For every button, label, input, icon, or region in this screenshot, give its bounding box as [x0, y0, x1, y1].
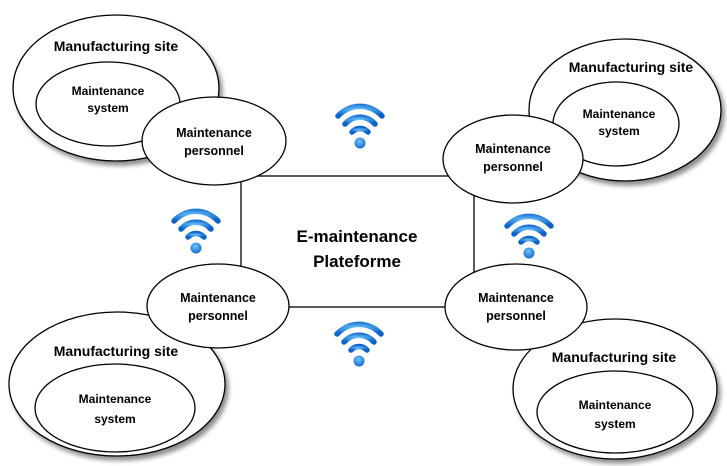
maintenance-personnel-label: Maintenance [180, 291, 256, 305]
maintenance-personnel-label: personnel [483, 160, 543, 174]
site-bottom-right: Manufacturing site Maintenance system Ma… [444, 263, 718, 460]
platform-title-line1: E-maintenance [297, 227, 418, 246]
maintenance-system-ellipse [34, 363, 196, 453]
maintenance-personnel-label: personnel [486, 309, 546, 323]
maintenance-personnel-label: personnel [188, 309, 248, 323]
platform-title-line2: Plateforme [313, 252, 401, 271]
maintenance-personnel-ellipse [141, 96, 287, 186]
manufacturing-site-label: Manufacturing site [54, 343, 179, 359]
maintenance-system-ellipse [536, 370, 694, 454]
site-bottom-left: Manufacturing site Maintenance system Ma… [8, 263, 290, 457]
maintenance-personnel-label: personnel [184, 144, 244, 158]
site-top-right: Manufacturing site Maintenance system Ma… [442, 38, 722, 204]
maintenance-system-label: system [594, 417, 635, 431]
maintenance-system-label: Maintenance [579, 398, 652, 412]
maintenance-system-label: Maintenance [583, 107, 656, 121]
manufacturing-site-label: Manufacturing site [552, 349, 677, 365]
manufacturing-site-label: Manufacturing site [54, 38, 179, 54]
maintenance-personnel-ellipse [444, 263, 588, 351]
maintenance-system-label: Maintenance [79, 392, 152, 406]
maintenance-personnel-label: Maintenance [176, 126, 252, 140]
maintenance-system-label: system [598, 124, 639, 138]
maintenance-system-label: Maintenance [72, 84, 145, 98]
maintenance-personnel-label: Maintenance [478, 291, 554, 305]
maintenance-personnel-label: Maintenance [475, 142, 551, 156]
wifi-icon [174, 211, 218, 253]
site-top-left: Manufacturing site Maintenance system Ma… [12, 14, 287, 186]
maintenance-system-label: system [94, 412, 135, 426]
maintenance-personnel-ellipse [442, 114, 584, 204]
manufacturing-site-label: Manufacturing site [569, 59, 694, 75]
maintenance-system-label: system [87, 101, 128, 115]
maintenance-personnel-ellipse [146, 263, 290, 349]
wifi-icon [337, 324, 381, 366]
wifi-icon [338, 106, 382, 148]
wifi-icon [507, 216, 551, 258]
